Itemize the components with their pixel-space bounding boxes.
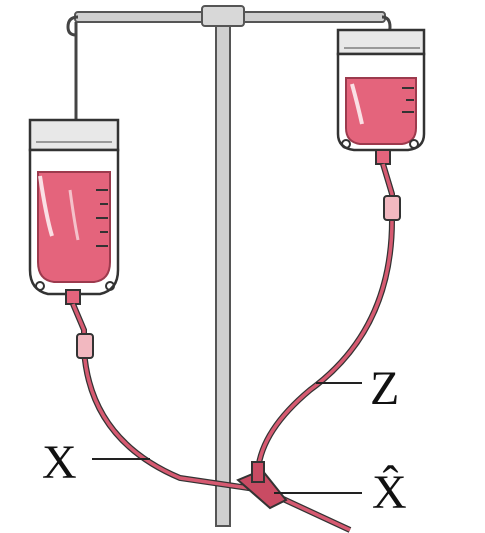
- label-x: X: [42, 436, 77, 489]
- blood-bag-right: [336, 28, 426, 165]
- y-connector: [236, 461, 288, 510]
- label-xhat: X̂: [372, 464, 407, 519]
- tube-right: [255, 163, 395, 471]
- label-z: Z: [370, 362, 399, 415]
- drip-connector-left: [76, 333, 94, 359]
- blood-bag-left: [28, 118, 120, 305]
- leader-lines: [92, 382, 362, 494]
- tube-left: [70, 302, 263, 493]
- drip-connector-right: [383, 195, 401, 221]
